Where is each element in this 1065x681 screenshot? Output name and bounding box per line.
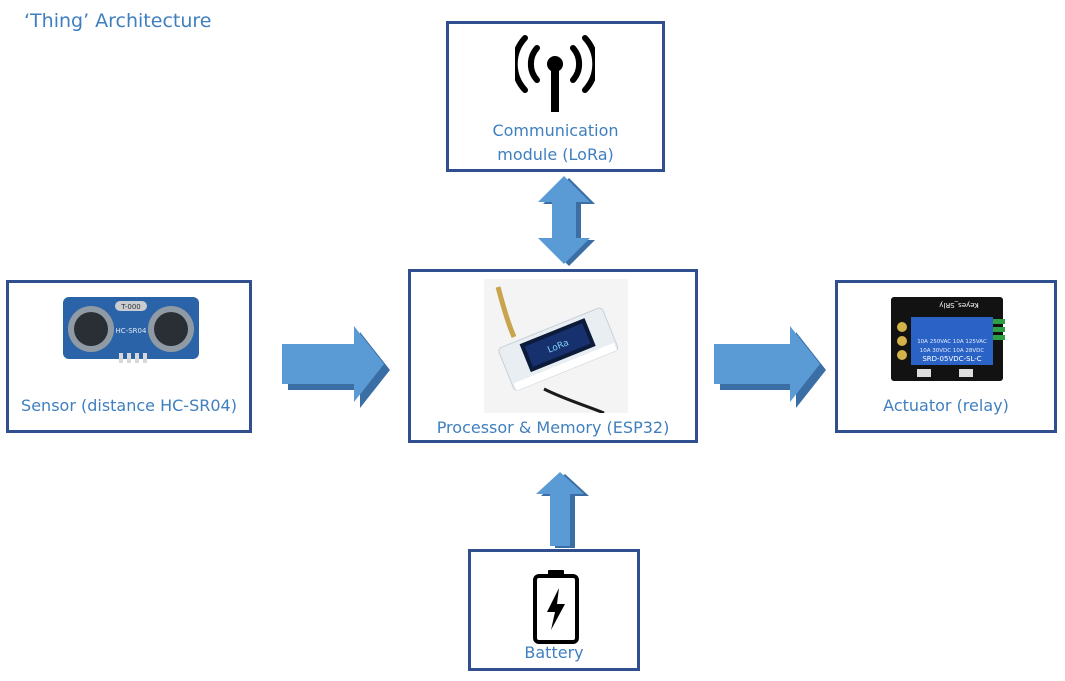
sensor-label: Sensor (distance HC-SR04) [21,396,237,415]
double-arrow-comm-processor [538,176,595,266]
actuator-box: 10A 250VAC 10A 125VAC 10A 30VDC 10A 28VD… [835,280,1057,433]
communication-label-line2: module (LoRa) [497,145,614,164]
processor-box: LoRa Processor & Memory (ESP32) [408,269,698,443]
sensor-board-text: HC-SR04 [116,327,147,335]
relay-module-image: 10A 250VAC 10A 125VAC 10A 30VDC 10A 28VD… [891,297,1005,381]
communication-label-line1: Communication [492,121,619,140]
arrow-battery-to-processor [536,472,589,548]
battery-label: Battery [524,643,584,662]
antenna-icon [515,35,595,112]
diagram-title: ‘Thing’ Architecture [24,10,212,32]
esp32-board-image: LoRa [484,279,628,413]
arrow-sensor-to-processor [282,326,390,408]
arrow-processor-to-actuator [714,326,826,408]
relay-header-text: Keyes_SRly [939,301,979,309]
svg-text:10A 250VAC 10A 125VAC: 10A 250VAC 10A 125VAC [917,339,987,345]
sensor-top-text: T-000 [120,303,141,311]
battery-box: Battery [468,549,640,671]
svg-text:10A 30VDC 10A 28VDC: 10A 30VDC 10A 28VDC [920,348,985,354]
relay-text: SRD-05VDC-SL-C [922,355,981,363]
battery-charging-icon [533,570,579,644]
hc-sr04-sensor-image: T-000 HC-SR04 [63,297,199,363]
processor-label: Processor & Memory (ESP32) [436,418,670,437]
sensor-box: T-000 HC-SR04 Sensor (distance HC-SR04) [6,280,252,433]
actuator-label: Actuator (relay) [883,396,1009,415]
communication-module-box: Communication module (LoRa) [446,21,665,172]
